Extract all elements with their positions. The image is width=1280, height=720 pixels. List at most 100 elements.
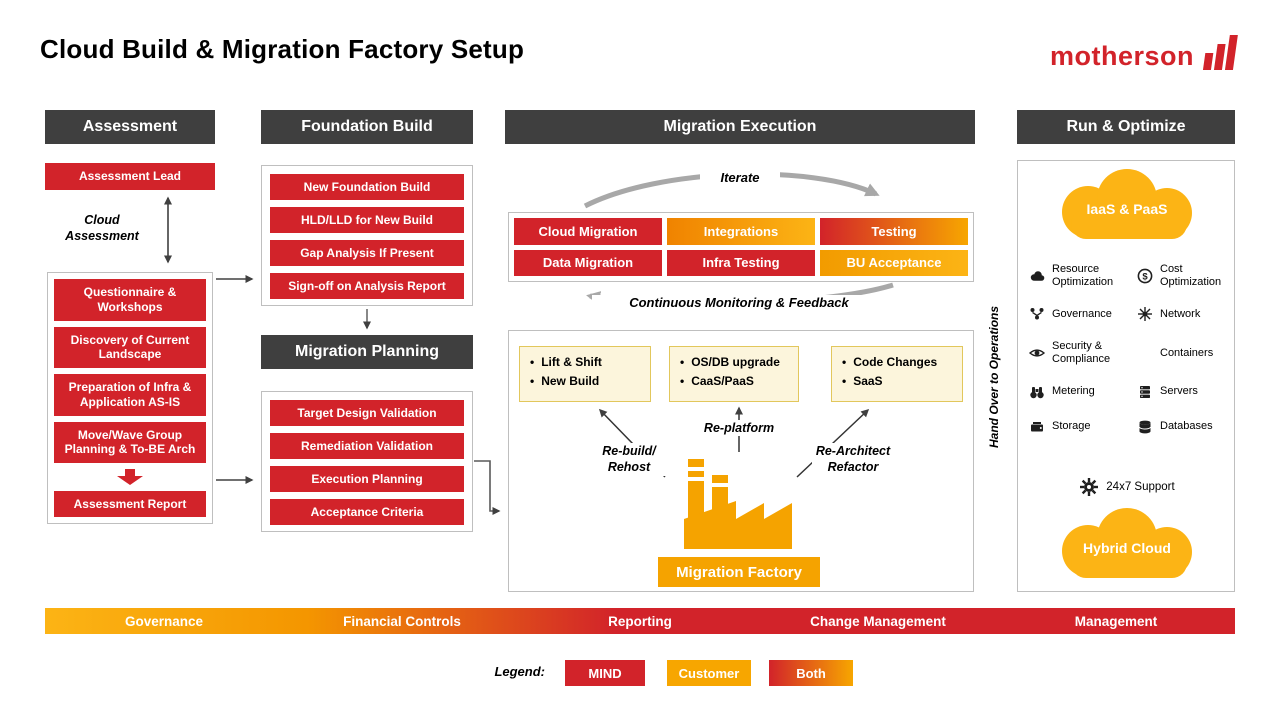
replatform-label: Re-platform <box>690 420 788 437</box>
foundation-panel: New Foundation Build HLD/LLD for New Bui… <box>261 165 473 306</box>
rearchitect-refactor-label: Re-Architect Refactor <box>812 443 894 476</box>
assessment-report-box: Assessment Report <box>54 491 206 517</box>
foundation-build-header: Foundation Build <box>261 110 473 144</box>
bullet: • <box>842 374 847 389</box>
assessment-step: Preparation of Infra & Application AS-IS <box>54 374 206 416</box>
page-title: Cloud Build & Migration Factory Setup <box>40 34 525 64</box>
legend-both: Both <box>769 660 853 686</box>
feedback-label: Continuous Monitoring & Feedback <box>592 295 886 312</box>
hand-over-to-operations-label: Hand Over to Operations <box>987 305 1001 449</box>
run-item-label: Resource Optimization <box>1052 263 1114 288</box>
legend-mind: MIND <box>565 660 645 686</box>
hybrid-cloud-label: Hybrid Cloud <box>1083 539 1171 556</box>
run-item-label: Security & Compliance <box>1052 340 1111 365</box>
cloud-icon <box>1062 169 1192 239</box>
resource-optimization-icon <box>1030 270 1045 281</box>
iaas-paas-label: IaaS & PaaS <box>1086 200 1168 217</box>
execution-cell-infra-testing: Infra Testing <box>667 249 815 276</box>
motherson-logo: motherson <box>1050 34 1242 70</box>
assessment-header: Assessment <box>45 110 215 144</box>
servers-icon <box>1140 385 1150 398</box>
planning-step: Remediation Validation <box>270 433 464 459</box>
cloud-icon <box>1062 508 1192 578</box>
support-label: 24x7 Support <box>1106 481 1175 493</box>
cost-optimization-icon: $ <box>1137 268 1153 284</box>
bullet: • <box>680 355 685 369</box>
run-item-label: Governance <box>1052 307 1112 320</box>
run-optimize-header: Run & Optimize <box>1017 110 1235 144</box>
rebuild-rehost-label: Re-build/ Rehost <box>590 443 668 476</box>
foundation-step: Sign-off on Analysis Report <box>270 273 464 299</box>
red-down-arrow-icon <box>117 469 143 485</box>
databases-icon <box>1139 420 1151 433</box>
option-box-rehost: •Lift & Shift •New Build <box>519 346 651 402</box>
cloud-assessment-label: Cloud Assessment <box>52 212 152 245</box>
migration-factory-panel: •Lift & Shift •New Build •OS/DB upgrade … <box>508 330 974 592</box>
bar-item-reporting: Reporting <box>608 613 672 629</box>
bar-item-management: Management <box>1074 613 1158 629</box>
execution-cell-bu-acceptance: BU Acceptance <box>820 249 968 276</box>
storage-icon <box>1031 421 1043 432</box>
assessment-step: Move/Wave Group Planning & To-BE Arch <box>54 421 206 463</box>
run-item-label: Network <box>1160 307 1201 320</box>
run-item-label: Servers <box>1160 385 1198 398</box>
run-item: Storage <box>1028 418 1136 436</box>
option-item: OS/DB upgrade <box>691 355 780 369</box>
execution-cell-testing: Testing <box>820 218 968 245</box>
option-item: Code Changes <box>853 355 938 369</box>
security-compliance-icon <box>1028 349 1046 357</box>
planning-step: Target Design Validation <box>270 400 464 426</box>
run-item: Security & Compliance <box>1028 340 1136 365</box>
execution-grid-panel: Cloud Migration Integrations Testing Dat… <box>508 212 974 282</box>
run-item-label: Databases <box>1160 420 1213 433</box>
run-item: $ Cost Optimization <box>1136 263 1230 288</box>
planning-panel: Target Design Validation Remediation Val… <box>261 391 473 532</box>
option-box-replatform: • OS/DB upgrade • CaaS/PaaS <box>669 346 799 402</box>
run-item: Containers <box>1136 344 1230 362</box>
motherson-logo-text: motherson <box>1050 41 1195 71</box>
planning-step: Acceptance Criteria <box>270 499 464 525</box>
migration-execution-header: Migration Execution <box>505 110 975 144</box>
run-item: Metering <box>1028 383 1136 401</box>
svg-text:$: $ <box>1142 271 1148 282</box>
bullet: • <box>530 355 535 369</box>
migration-factory-label: Migration Factory <box>658 557 820 587</box>
bar-item-financial-controls: Financial Controls <box>343 613 461 629</box>
assessment-panel: Questionnaire & Workshops Discovery of C… <box>47 272 213 524</box>
planning-step: Execution Planning <box>270 466 464 492</box>
support-row: 24x7 Support <box>1018 477 1236 497</box>
metering-icon <box>1030 386 1044 398</box>
bar-item-change-management: Change Management <box>810 613 946 629</box>
foundation-step: New Foundation Build <box>270 174 464 200</box>
assessment-step: Questionnaire & Workshops <box>54 279 206 321</box>
option-box-rearchitect: •Code Changes •SaaS <box>831 346 963 402</box>
execution-cell-cloud-migration: Cloud Migration <box>514 218 662 245</box>
legend-label: Legend: <box>494 664 545 679</box>
option-item: SaaS <box>853 374 883 389</box>
bullet: • <box>530 374 535 389</box>
governance-icon <box>1030 308 1044 320</box>
hybrid-cloud: Hybrid Cloud <box>1043 506 1211 586</box>
run-item-label: Containers <box>1160 346 1214 359</box>
migration-planning-header: Migration Planning <box>261 335 473 369</box>
option-item: CaaS/PaaS <box>691 374 754 389</box>
foundation-step: HLD/LLD for New Build <box>270 207 464 233</box>
run-item: Databases <box>1136 418 1230 436</box>
option-item: New Build <box>541 374 600 389</box>
run-item: Servers <box>1136 383 1230 401</box>
iaas-paas-cloud: IaaS & PaaS <box>1043 167 1211 247</box>
run-item-label: Metering <box>1052 385 1095 398</box>
run-item: Resource Optimization <box>1028 263 1136 288</box>
run-item-label: Storage <box>1052 420 1091 433</box>
bullet: • <box>680 374 685 389</box>
gear-icon <box>1080 478 1099 496</box>
bar-item-governance: Governance <box>124 613 204 629</box>
run-optimize-panel: IaaS & PaaS Resource Optimization $ Cost… <box>1017 160 1235 592</box>
assessment-step: Discovery of Current Landscape <box>54 326 206 368</box>
factory-icon <box>684 459 792 549</box>
motherson-logo-bars-icon <box>1202 35 1238 70</box>
foundation-step: Gap Analysis If Present <box>270 240 464 266</box>
run-capabilities-grid: Resource Optimization $ Cost Optimizatio… <box>1028 263 1230 436</box>
bottom-governance-bar: Governance Financial Controls Reporting … <box>45 608 1235 634</box>
